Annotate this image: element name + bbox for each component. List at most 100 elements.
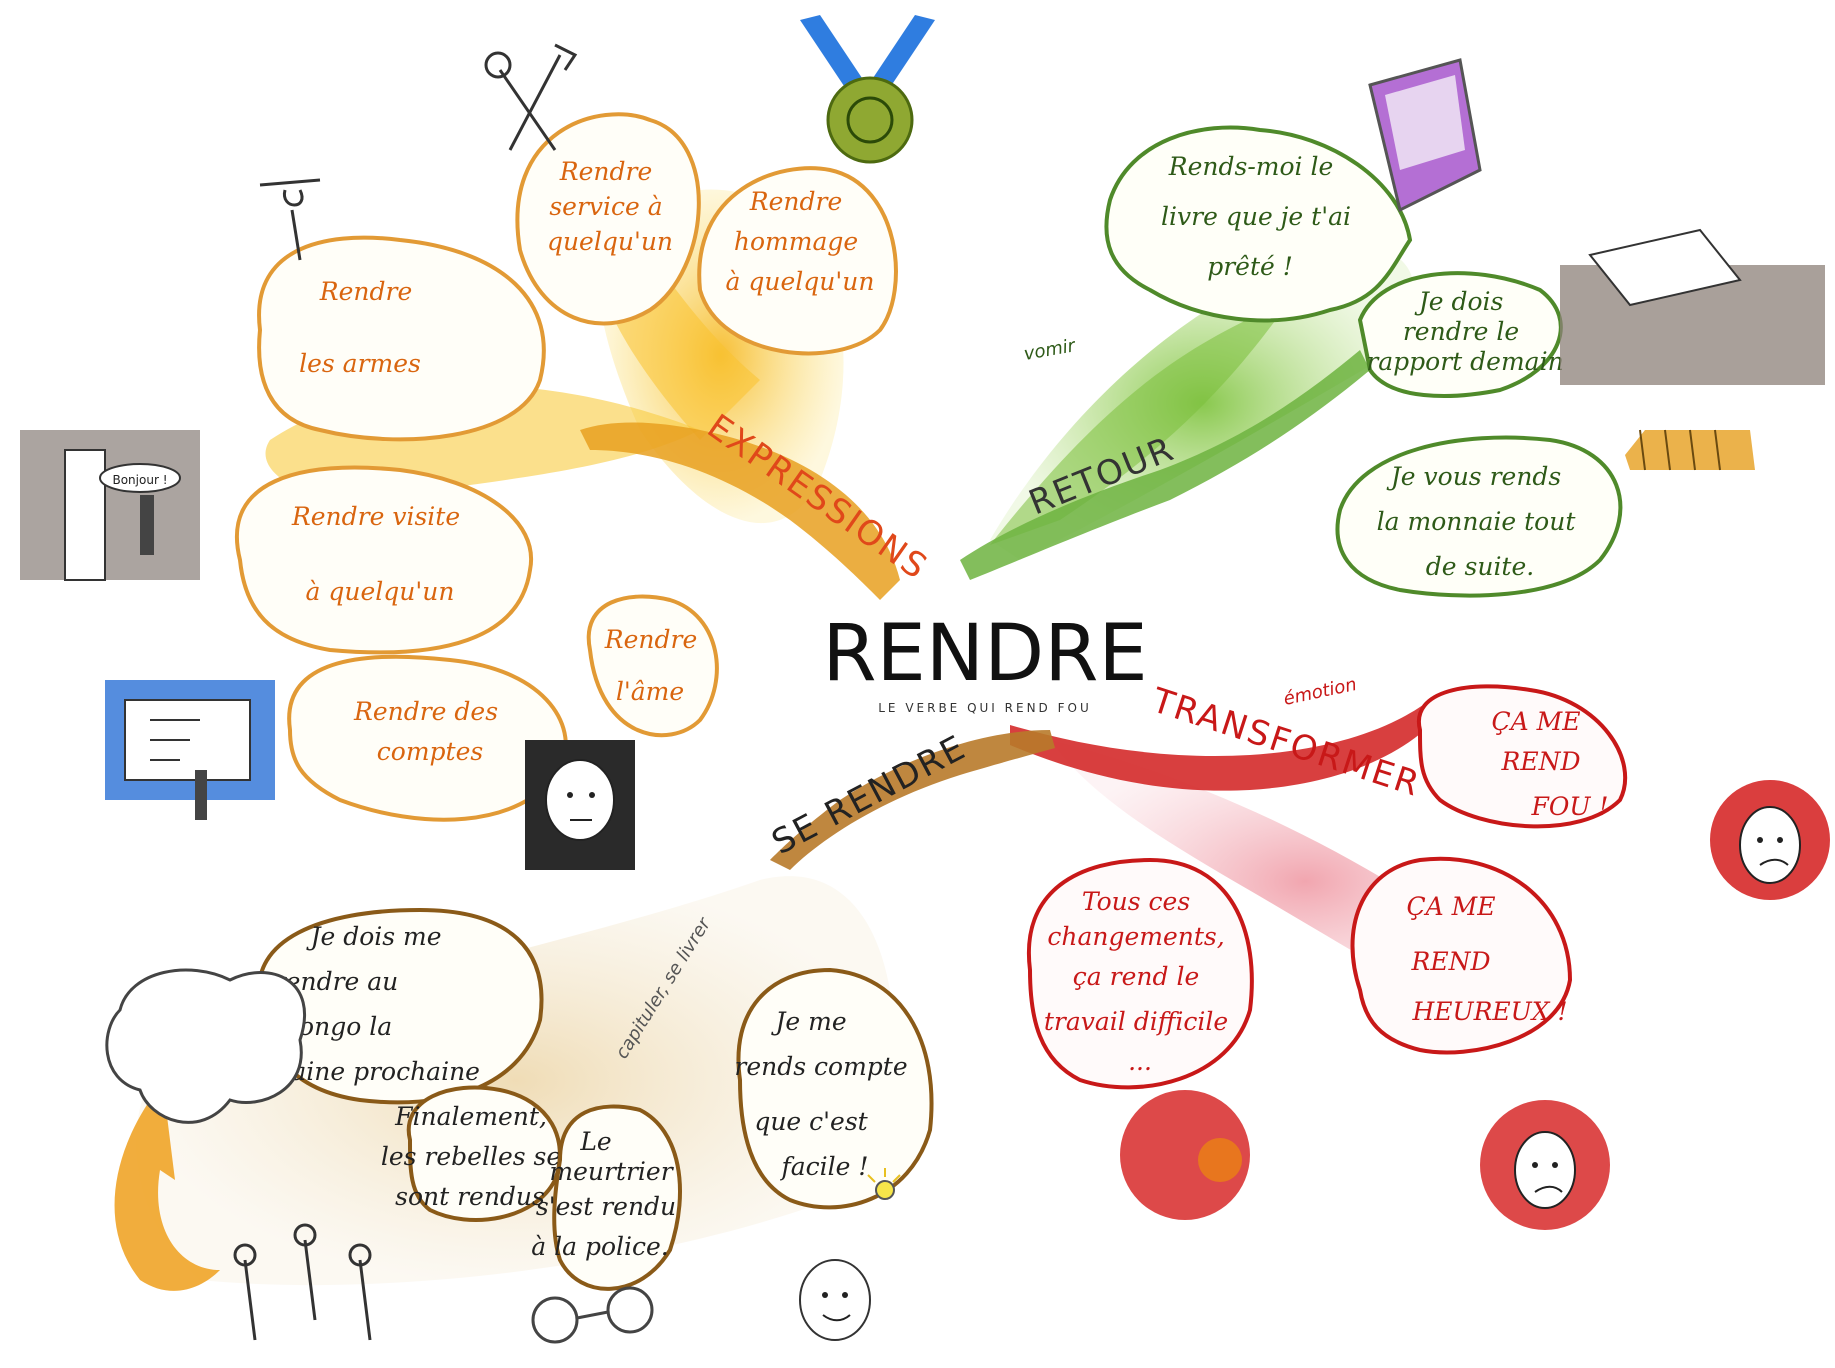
se-rendre-branch <box>770 730 1055 870</box>
bubble-fou-line: REND <box>1501 747 1581 776</box>
tools-icon <box>484 43 578 151</box>
bubble-meurtrier-line: s'est rendu <box>536 1192 676 1221</box>
bubble-heureux: ÇA ME REND HEUREUX ! <box>1350 856 1573 1055</box>
board-icon <box>105 680 275 820</box>
svg-text:Rendre des comptes: Rendre des comptes <box>353 697 506 766</box>
retour-branch <box>960 350 1370 580</box>
bubble-travail-line: changements, <box>1047 922 1224 951</box>
bubble-heureux-line: HEUREUX ! <box>1411 997 1567 1026</box>
bubble-rebelles: Finalement, les rebelles se sont rendus <box>381 1085 569 1222</box>
bubble-livre: Rends-moi le livre que je t'ai prêté ! <box>1104 125 1413 323</box>
bubble-heureux-line: REND <box>1411 947 1491 976</box>
hands-icon <box>233 1223 372 1341</box>
bubble-travail-line: ... <box>1128 1047 1152 1076</box>
svg-text:Rendre hommage à q: Rendre hommage à quelqu'un <box>726 187 875 296</box>
bubble-fou-line: FOU ! <box>1531 792 1609 821</box>
bubble-rapport-line: rendre le <box>1403 317 1519 346</box>
svg-text:Tous ces changements,: Tous ces changements, ça rend le travail… <box>1044 887 1236 1076</box>
bubble-travail-line: travail difficile <box>1044 1007 1228 1036</box>
transformer-branch <box>1010 700 1440 791</box>
bubble-travail-line: ça rend le <box>1073 962 1199 991</box>
bubble-meurtrier-line: meurtrier <box>549 1157 674 1186</box>
svg-text:Je me rends compte: Je me rends compte que c'est facile ! <box>734 1007 915 1181</box>
bubble-hommage-line: hommage <box>734 227 858 256</box>
bubble-rebelles-line: les rebelles se <box>381 1142 561 1171</box>
bed-icon <box>1560 228 1825 385</box>
se-rendre-label: SE RENDRE <box>765 727 972 863</box>
bubble-facile-line: facile ! <box>780 1152 869 1181</box>
transformer-sublabel: émotion <box>1282 674 1359 710</box>
smiling-face-icon <box>799 1259 871 1341</box>
bubble-ame-line: Rendre <box>604 625 697 654</box>
arrow-icon <box>114 1100 220 1291</box>
center-subtitle: LE VERBE QUI REND FOU <box>878 701 1092 715</box>
bubble-livre-line: livre que je t'ai <box>1161 202 1351 231</box>
svg-text:Rendre l'âme: Rendre l'âme <box>604 625 705 706</box>
bubble-rebelles-line: Finalement, <box>394 1102 547 1131</box>
door-icon: Bonjour ! <box>20 430 200 581</box>
bubble-rebelles-line: sont rendus <box>395 1182 545 1211</box>
bubble-comptes-line: comptes <box>377 737 483 766</box>
center-title: RENDRE <box>822 609 1147 699</box>
bubble-travail: Tous ces changements, ça rend le travail… <box>1026 857 1254 1090</box>
retour-wash <box>990 246 1415 560</box>
bubble-monnaie-line: Je vous rends <box>1386 462 1562 491</box>
bubble-fou: ÇA ME REND FOU ! <box>1416 684 1627 829</box>
bubble-armes-line: Rendre <box>319 277 412 306</box>
bubble-facile: Je me rends compte que c'est facile ! <box>734 967 934 1210</box>
bubble-service-line: Rendre <box>559 157 652 186</box>
svg-text:Rendre les armes: Rendre les armes <box>299 277 421 378</box>
svg-text:Finalement, les rebelles: Finalement, les rebelles se sont rendus <box>381 1102 569 1211</box>
bubble-ame: Rendre l'âme <box>586 594 719 738</box>
face-icon <box>525 740 635 870</box>
bubble-armes-line: les armes <box>299 349 421 378</box>
bubble-service: Rendre service à quelqu'un <box>515 112 701 326</box>
bubble-hommage-line: à quelqu'un <box>726 267 875 296</box>
bubble-service-line: quelqu'un <box>547 227 673 256</box>
svg-text:Rendre visite à q: Rendre visite à quelqu'un <box>291 502 468 606</box>
bubble-comptes: Rendre des comptes <box>287 654 568 822</box>
svg-text:Rends-moi le livre que j: Rends-moi le livre que je t'ai prêté ! <box>1161 152 1359 281</box>
bubble-meurtrier: Le meurtrier s'est rendu à la police. <box>531 1104 684 1291</box>
torch-icon <box>259 178 321 261</box>
brain-icon <box>1120 1090 1250 1220</box>
handcuffs-icon <box>531 1286 654 1344</box>
svg-text:Le meurtrier s'est: Le meurtrier s'est rendu à la police. <box>531 1127 684 1261</box>
bubble-livre-line: Rends-moi le <box>1168 152 1334 181</box>
svg-text:Je vous rends la monnaie: Je vous rends la monnaie tout de suite. <box>1377 462 1584 581</box>
bubble-monnaie-line: de suite. <box>1426 552 1534 581</box>
coins-icon <box>1625 429 1755 471</box>
bubble-congo-line: Je dois me <box>305 922 441 951</box>
bubble-visite: Rendre visite à quelqu'un <box>234 465 534 655</box>
bubble-rapport: Je dois rendre le rapport demain <box>1357 271 1564 398</box>
bubble-visite-line: Rendre visite <box>291 502 460 531</box>
bubble-facile-line: que c'est <box>754 1107 868 1136</box>
bubble-monnaie: Je vous rends la monnaie tout de suite. <box>1335 435 1623 598</box>
bulb-icon <box>867 1168 901 1200</box>
expressions-branch <box>580 422 900 600</box>
bubble-meurtrier-line: à la police. <box>531 1232 669 1261</box>
medal-icon <box>800 15 935 164</box>
bubble-ame-line: l'âme <box>616 677 684 706</box>
bubble-monnaie-line: la monnaie tout <box>1377 507 1577 536</box>
bubble-fou-line: ÇA ME <box>1492 707 1581 736</box>
bubble-visite-line: à quelqu'un <box>306 577 455 606</box>
bubble-armes: Rendre les armes <box>257 235 546 442</box>
face-red-hair-icon <box>1710 780 1830 900</box>
bubble-service-line: service à <box>549 192 662 221</box>
svg-text:ÇA ME REND HEUREUX: ÇA ME REND HEUREUX ! <box>1407 892 1568 1026</box>
se-rendre-wash <box>136 876 896 1286</box>
bubble-meurtrier-line: Le <box>579 1127 611 1156</box>
bubble-facile-line: Je me <box>770 1007 846 1036</box>
svg-text:Je dois rendre le: Je dois rendre le rapport demain <box>1366 287 1563 376</box>
svg-text:ÇA ME REND FOU !: ÇA ME REND FOU ! <box>1492 707 1609 821</box>
book-icon <box>1368 58 1482 213</box>
bubble-rapport-line: rapport demain <box>1366 347 1563 376</box>
sketch-bonjour: Bonjour ! <box>112 473 167 487</box>
bubble-livre-line: prêté ! <box>1207 252 1293 281</box>
bubble-travail-line: Tous ces <box>1082 887 1190 916</box>
vomir-label: vomir <box>1022 335 1078 365</box>
bubble-hommage: Rendre hommage à quelqu'un <box>697 166 898 356</box>
bubble-comptes-line: Rendre des <box>353 697 498 726</box>
